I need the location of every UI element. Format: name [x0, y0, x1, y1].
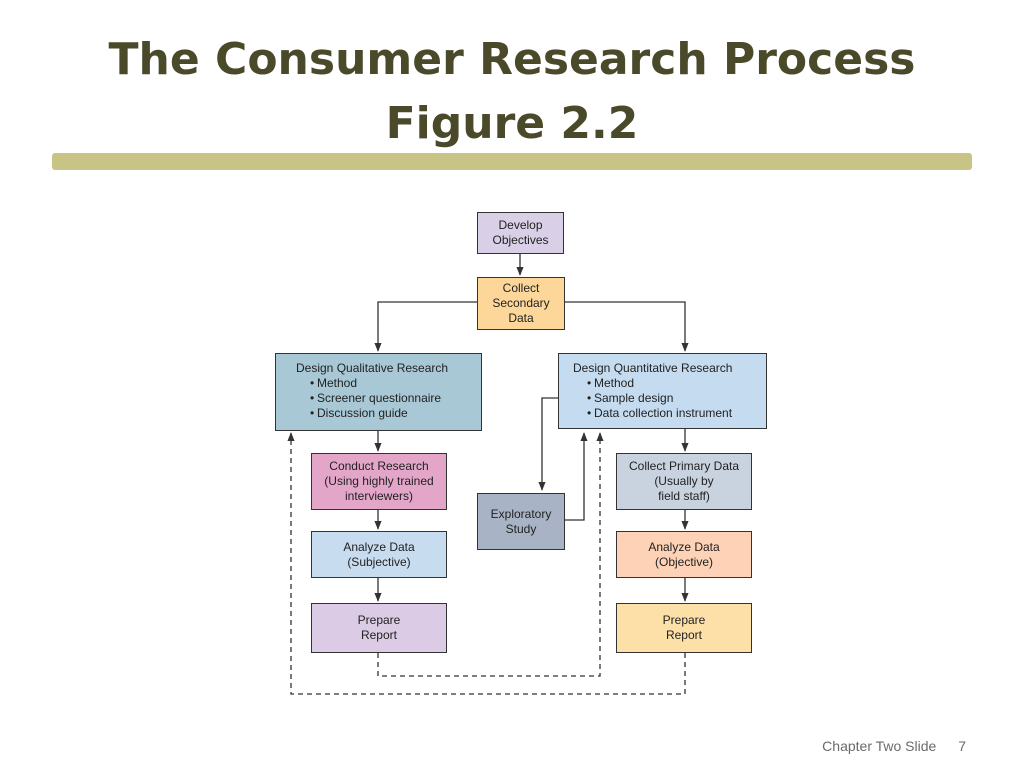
title-divider	[52, 153, 972, 170]
slide-title: The Consumer Research Process Figure 2.2	[0, 28, 1024, 156]
footer-chapter-label: Chapter Two Slide	[822, 738, 937, 754]
arrow-quantitative-to-exploratory	[538, 397, 558, 491]
design-qualitative-research-box: Design Qualitative Research Method Scree…	[275, 353, 482, 431]
prepare-report-right-box: Prepare Report	[616, 603, 752, 653]
qualitative-item: Discussion guide	[310, 406, 473, 421]
slide-footer: Chapter Two Slide 7	[822, 738, 966, 754]
collect-primary-data-label: Collect Primary Data (Usually by field s…	[628, 459, 740, 503]
qualitative-list: Method Screener questionnaire Discussion…	[296, 376, 473, 421]
conduct-research-label: Conduct Research (Using highly trained i…	[324, 459, 434, 503]
develop-objectives-label: Develop Objectives	[492, 218, 549, 247]
quantitative-item: Data collection instrument	[587, 406, 758, 421]
qualitative-item: Method	[310, 376, 473, 391]
slide-number: 7	[958, 738, 966, 754]
prepare-report-left-box: Prepare Report	[311, 603, 447, 653]
title-line-1: The Consumer Research Process	[108, 34, 916, 85]
analyze-data-objective-label: Analyze Data (Objective)	[648, 539, 720, 569]
exploratory-study-label: Exploratory Study	[490, 506, 552, 536]
analyze-data-objective-box: Analyze Data (Objective)	[616, 531, 752, 578]
analyze-data-subjective-label: Analyze Data (Subjective)	[343, 539, 415, 569]
qualitative-item: Screener questionnaire	[310, 391, 473, 406]
title-line-2: Figure 2.2	[385, 98, 639, 149]
design-quantitative-research-box: Design Quantitative Research Method Samp…	[558, 353, 767, 429]
arrow-secondary-to-quantitative	[565, 301, 689, 352]
quantitative-item: Sample design	[587, 391, 758, 406]
arrow-exploratory-to-quantitative	[565, 432, 588, 521]
quantitative-list: Method Sample design Data collection ins…	[573, 376, 758, 421]
feedback-left-report-to-quantitative	[377, 432, 604, 677]
qualitative-heading: Design Qualitative Research	[296, 361, 449, 375]
collect-secondary-data-box: Collect Secondary Data	[477, 277, 565, 330]
develop-objectives-box: Develop Objectives	[477, 212, 564, 254]
conduct-research-box: Conduct Research (Using highly trained i…	[311, 453, 447, 510]
arrow-secondary-to-qualitative	[374, 301, 478, 352]
quantitative-heading: Design Quantitative Research	[573, 361, 733, 375]
feedback-right-report-to-qualitative	[287, 432, 686, 695]
prepare-report-right-label: Prepare Report	[662, 613, 706, 642]
quantitative-item: Method	[587, 376, 758, 391]
exploratory-study-box: Exploratory Study	[477, 493, 565, 550]
collect-primary-data-box: Collect Primary Data (Usually by field s…	[616, 453, 752, 510]
collect-secondary-data-label: Collect Secondary Data	[492, 281, 550, 325]
analyze-data-subjective-box: Analyze Data (Subjective)	[311, 531, 447, 578]
prepare-report-left-label: Prepare Report	[357, 613, 401, 642]
